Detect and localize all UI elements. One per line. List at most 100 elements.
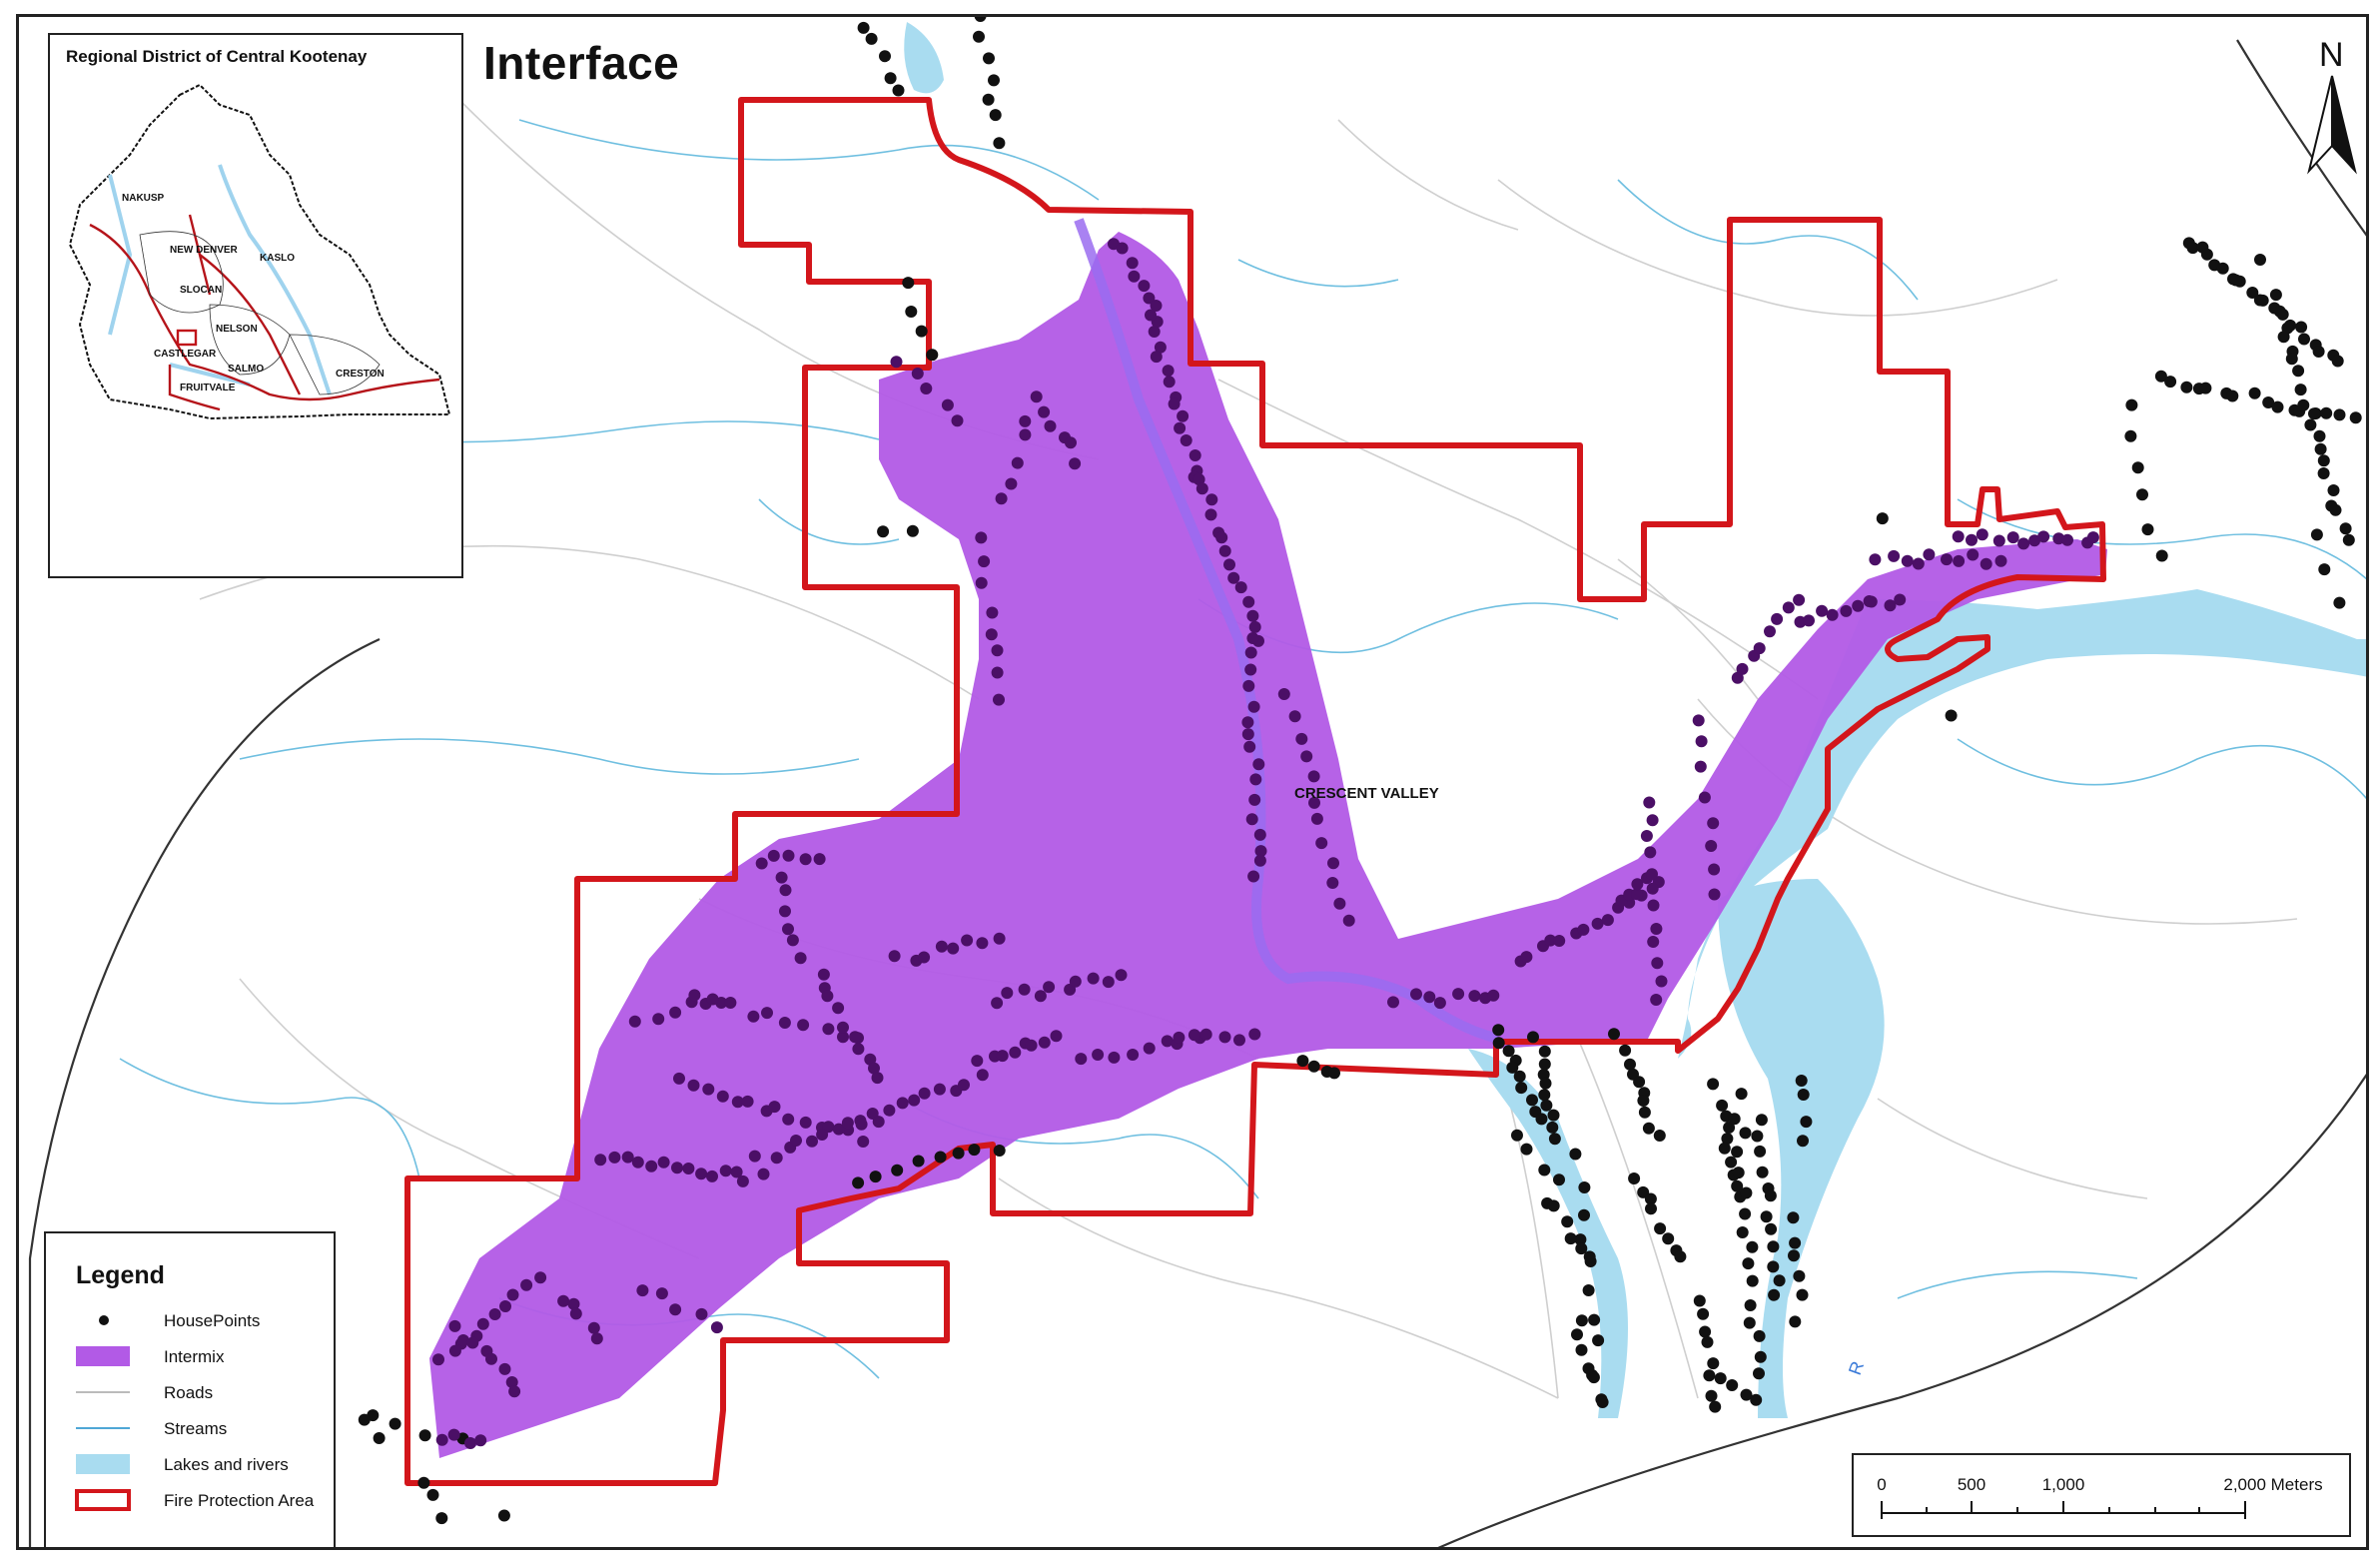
house-point: [1038, 405, 1051, 418]
house-point: [908, 1094, 921, 1107]
house-point: [1941, 553, 1953, 566]
house-point: [993, 137, 1006, 150]
house-point: [1754, 1350, 1767, 1363]
house-point: [1788, 1249, 1800, 1262]
house-point: [1254, 845, 1267, 858]
house-point: [2314, 442, 2327, 455]
house-point: [865, 32, 878, 45]
house-point: [1244, 646, 1257, 659]
house-point: [1697, 1307, 1710, 1320]
inset-town-new-denver: NEW DENVER: [170, 245, 238, 256]
house-point: [2333, 408, 2346, 421]
house-point: [757, 1168, 770, 1180]
house-point: [1215, 531, 1228, 544]
house-point: [1619, 1044, 1632, 1057]
house-point: [1128, 270, 1141, 283]
house-point: [1631, 878, 1644, 891]
house-point: [1647, 899, 1660, 912]
house-point: [755, 857, 768, 870]
house-point: [2273, 305, 2286, 318]
house-point: [1692, 714, 1705, 727]
house-point: [2200, 248, 2213, 261]
house-point: [1646, 868, 1658, 881]
house-point: [767, 849, 780, 862]
north-arrow: N: [2297, 36, 2367, 176]
lake-symbol: [76, 1454, 130, 1474]
house-point: [476, 1317, 489, 1330]
house-point: [534, 1271, 547, 1284]
house-point: [1234, 581, 1247, 594]
house-point: [1423, 991, 1436, 1004]
house-point: [1753, 1367, 1765, 1380]
house-point: [1796, 1288, 1809, 1301]
inset-town-fruitvale: FRUITVALE: [180, 383, 236, 393]
house-point: [768, 1101, 781, 1114]
house-point: [741, 1095, 754, 1108]
house-point: [1852, 599, 1865, 612]
house-point: [1253, 828, 1266, 841]
stream-symbol: [76, 1427, 130, 1429]
house-point: [1145, 309, 1157, 322]
house-point: [857, 21, 870, 34]
house-point: [1126, 257, 1139, 270]
house-point: [1242, 679, 1255, 692]
house-point: [1539, 1077, 1552, 1090]
house-point: [1740, 1186, 1753, 1199]
house-point: [1643, 796, 1656, 809]
house-point: [508, 1385, 521, 1398]
house-point: [687, 1079, 700, 1092]
house-point: [1756, 1166, 1769, 1178]
house-point: [1246, 609, 1259, 622]
house-point: [2339, 522, 2352, 535]
house-point: [1328, 1067, 1340, 1080]
house-point: [1800, 1116, 1813, 1129]
house-point: [2277, 331, 2290, 344]
house-point: [731, 1096, 744, 1109]
house-point: [1645, 1202, 1657, 1215]
house-point: [418, 1429, 431, 1442]
house-point: [2028, 534, 2041, 547]
house-point: [1642, 1122, 1655, 1135]
house-point: [673, 1072, 685, 1085]
house-point: [1148, 326, 1161, 338]
house-point: [485, 1352, 497, 1365]
house-point: [782, 923, 794, 936]
house-point: [2017, 537, 2030, 550]
house-point: [1548, 1133, 1561, 1146]
house-point: [432, 1353, 444, 1366]
house-point: [1795, 1075, 1808, 1087]
inset-town-kaslo: KASLO: [260, 253, 295, 264]
house-point: [1865, 595, 1878, 608]
house-point: [1655, 975, 1668, 988]
house-point: [2317, 454, 2330, 467]
house-point: [976, 1069, 989, 1082]
house-point: [1553, 935, 1566, 947]
house-point: [1526, 1094, 1538, 1107]
house-point: [1038, 1036, 1051, 1049]
house-point: [837, 1031, 849, 1044]
house-point: [1746, 1240, 1759, 1253]
house-point: [488, 1308, 501, 1320]
legend-item-lakes: Lakes and rivers: [74, 1449, 324, 1479]
house-point: [1571, 1328, 1583, 1341]
house-point: [1154, 341, 1167, 354]
house-point: [1116, 242, 1129, 255]
house-point: [1767, 1260, 1780, 1273]
house-point: [1764, 625, 1776, 638]
house-point: [724, 997, 737, 1009]
house-point: [1092, 1049, 1105, 1061]
house-point: [1601, 914, 1614, 927]
house-point: [915, 325, 928, 338]
housepoints-layer: [358, 17, 2362, 1525]
route-marker: R: [1845, 1358, 1868, 1377]
fire-protection-area[interactable]: [404, 97, 2106, 1486]
house-point: [1241, 728, 1254, 741]
intermix-area[interactable]: [429, 232, 2107, 1458]
house-point: [852, 1043, 865, 1056]
house-point: [435, 1433, 448, 1446]
house-point: [849, 1031, 862, 1044]
house-point: [1162, 365, 1175, 378]
inset-town-creston: CRESTON: [336, 369, 385, 380]
house-point: [991, 666, 1004, 679]
